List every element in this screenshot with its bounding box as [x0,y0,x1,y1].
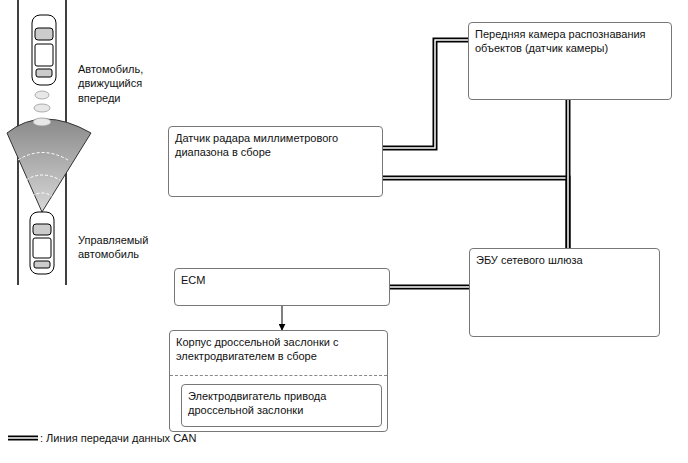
box-label: Корпус дроссельной заслонки с электродви… [170,331,387,368]
vehicle-label: Автомобиль, движущийся впереди [78,62,162,105]
box-label: ECM [175,269,389,291]
radar-waves [18,153,68,197]
own-car [30,212,54,274]
radar-fan [7,119,91,212]
camera-box: Передняя камера распознавания объектов (… [468,22,672,100]
gateway-ecu-box: ЭБУ сетевого шлюза [469,248,660,337]
box-label: Электродвигатель привода дроссельной зас… [182,385,381,422]
legend-text: : Линия передачи данных CAN [40,432,196,444]
box-label: ЭБУ сетевого шлюза [470,249,659,271]
box-label: Передняя камера распознавания объектов (… [469,23,671,60]
signal-arrow [282,306,283,330]
vehicle-label: Управляемый автомобиль [78,233,162,262]
legend-line-sample [8,438,38,439]
throttle-body-box: Корпус дроссельной заслонки с электродви… [169,330,388,432]
legend-entry: : Линия передачи данных CAN [40,431,196,445]
dashed-divider [170,375,387,376]
can-bus-line [390,287,469,288]
can-bus-line [383,40,468,148]
ecm-box: ECM [174,268,390,306]
throttle-motor-box: Электродвигатель привода дроссельной зас… [181,384,382,427]
radar-box: Датчик радара миллиметрового диапазона в… [168,126,383,197]
box-label: Датчик радара миллиметрового диапазона в… [169,127,382,164]
can-bus-line [568,100,569,248]
radar-beam [33,91,51,126]
can-bus-line [383,178,568,248]
car-ahead [32,15,56,85]
